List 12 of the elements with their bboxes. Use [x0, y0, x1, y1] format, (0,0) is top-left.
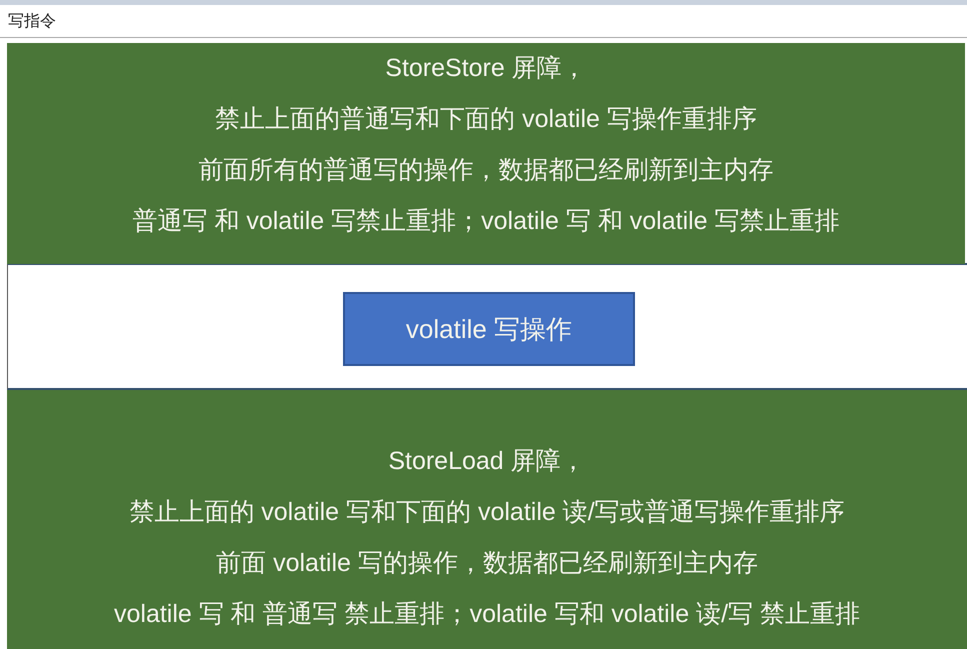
barrier-heading: StoreLoad 屏障，: [388, 446, 586, 477]
barrier-heading: StoreStore 屏障，: [385, 53, 587, 84]
rule-text: volatile 写 和 普通写 禁止重排；volatile 写和 volatile 读/写 禁止重排: [114, 599, 860, 630]
operation-box: volatile 写操作: [343, 292, 635, 366]
rule-text: 普通写 和 volatile 写禁止重排；volatile 写 和 volatile 写禁止重排: [132, 206, 840, 237]
rule-text: 前面 volatile 写的操作，数据都已经刷新到主内存: [216, 548, 758, 579]
barrier-panel: [7, 43, 965, 264]
rule-text: 禁止上面的普通写和下面的 volatile 写操作重排序: [215, 104, 757, 135]
title-text: 写指令: [8, 12, 56, 32]
rule-text: 禁止上面的 volatile 写和下面的 volatile 读/写或普通写操作重排序: [129, 497, 845, 528]
rule-text: 前面所有的普通写的操作，数据都已经刷新到主内存: [198, 155, 774, 186]
barrier-panel: [7, 390, 967, 649]
